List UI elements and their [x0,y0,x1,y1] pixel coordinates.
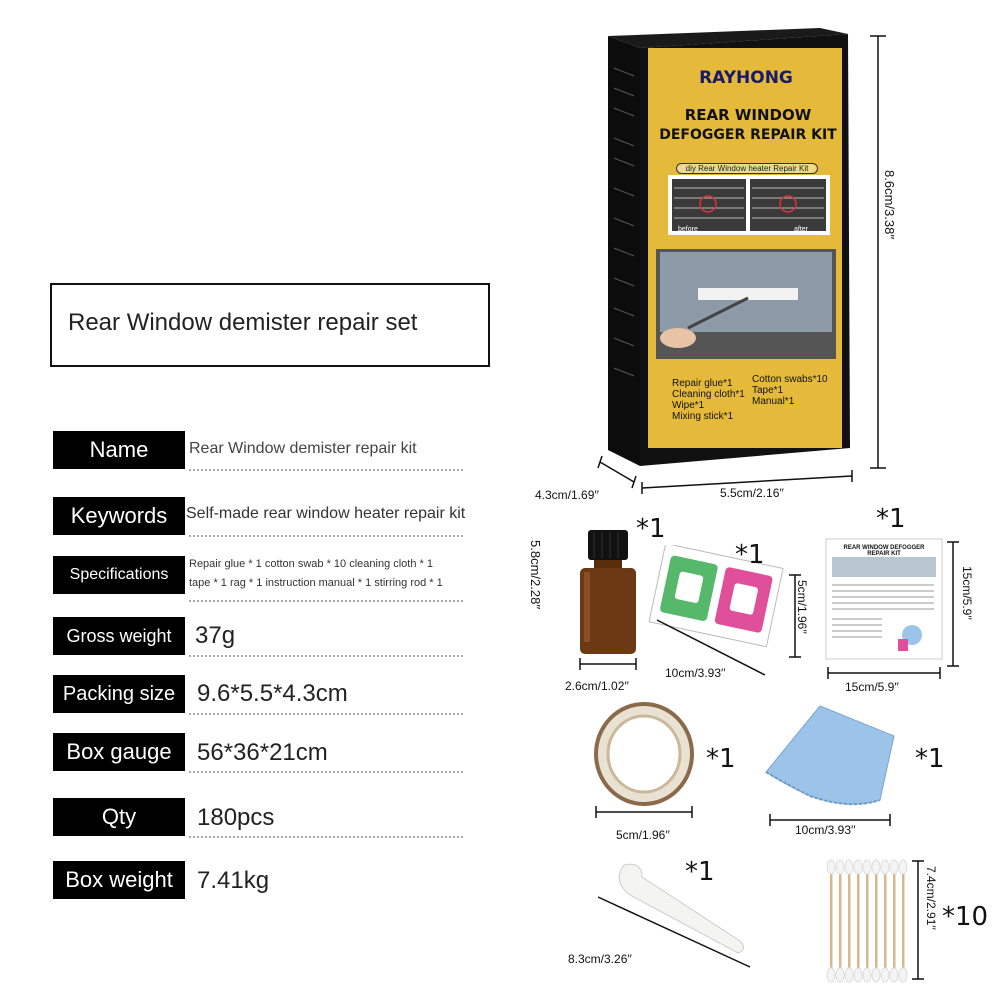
swabs-qty: *10 [942,902,989,932]
divider [189,469,463,471]
divider [189,713,463,715]
divider [189,600,463,602]
tape-roll-image [594,702,694,818]
spec-row-qty: Qty 180pcs [53,798,463,838]
stick-qty: *1 [685,857,715,887]
box-headline-2: DEFOGGER REPAIR KIT [659,127,837,143]
divider [189,535,463,537]
tape-width-label: 5cm/1.96′′ [616,828,670,842]
box-dimension-lines [597,35,886,494]
wipe-height-label: 5cm/1.96′′ [795,580,809,634]
box-content-item: Wipe*1 [672,400,705,411]
box-contents-left: Repair glue*1 Cleaning cloth*1 Wipe*1 Mi… [672,378,745,422]
wipe-qty: *1 [735,540,765,570]
spec-row-keywords: Keywords Self-made rear window heater re… [53,497,466,537]
spec-value-specifications-line1: Repair glue * 1 cotton swab * 10 cleanin… [189,558,433,570]
spec-label-qty: Qty [53,798,185,836]
spec-value-keywords: Self-made rear window heater repair kit [186,505,466,522]
spec-value-box-weight: 7.41kg [197,867,270,894]
cloth-width-label: 10cm/3.93′′ [795,823,856,837]
tape-qty: *1 [706,744,736,774]
box-brand-logo: RAYHONG [699,68,793,88]
cotton-swabs-image [826,859,924,983]
spec-row-packing-size: Packing size 9.6*5.5*4.3cm [53,675,463,715]
spec-label-box-gauge: Box gauge [53,733,185,771]
spec-value-specifications-line2: tape * 1 rag * 1 instruction manual * 1 … [189,577,443,589]
box-depth-label: 4.3cm/1.69′′ [535,488,599,502]
swab-height-label: 7.4cm/2.91′′ [924,866,938,930]
bottle-height-label: 5.8cm/2.28′′ [528,540,543,610]
wipe-packets-image [648,545,801,676]
box-content-item: Mixing stick*1 [672,411,734,422]
cloth-qty: *1 [915,744,945,774]
spec-value-packing-size: 9.6*5.5*4.3cm [197,680,348,707]
spec-value-gross-weight: 37g [195,622,236,649]
product-box-image [608,28,850,466]
manual-heading: REAR WINDOW DEFOGGER REPAIR KIT [843,545,925,557]
spec-label-packing-size: Packing size [53,675,185,713]
instruction-manual-image [825,538,943,679]
divider [189,655,463,657]
page-title: Rear Window demister repair set [68,309,418,336]
divider [189,771,463,773]
spec-value-box-gauge: 56*36*21cm [197,739,328,766]
box-after-label: after [794,226,809,233]
bottle-width-label: 2.6cm/1.02′′ [565,679,629,693]
stirring-stick-image [597,863,751,968]
spec-row-box-gauge: Box gauge 56*36*21cm [53,733,463,773]
manual-height-label: 15cm/5.9′′ [960,566,974,620]
box-height-label: 8.6cm/3.38′′ [882,170,897,240]
manual-width-label: 15cm/5.9′′ [845,680,899,694]
box-content-item: Manual*1 [752,396,795,407]
wipe-width-label: 10cm/3.93′′ [665,666,726,680]
box-subtitle: diy Rear Window heater Repair Kit [676,163,818,174]
box-content-item: Cotton swabs*10 [752,374,828,385]
spec-row-specifications: Specifications Repair glue * 1 cotton sw… [53,556,463,602]
spec-label-gross-weight: Gross weight [53,617,185,655]
bottle-qty: *1 [636,514,666,544]
spec-row-gross-weight: Gross weight 37g [53,617,463,657]
box-content-item: Cleaning cloth*1 [672,389,745,400]
spec-label-name: Name [53,431,185,469]
box-headline-1: REAR WINDOW [684,106,812,124]
cleaning-cloth-image [765,705,895,826]
spec-label-box-weight: Box weight [53,861,185,899]
title-box: Rear Window demister repair set [50,283,490,367]
glue-bottle-image [579,530,637,670]
manual-height-line [947,541,959,667]
spec-row-box-weight: Box weight 7.41kg [53,861,463,901]
spec-label-keywords: Keywords [53,497,185,535]
divider [189,836,463,838]
box-content-item: Tape*1 [752,385,784,396]
spec-label-specifications: Specifications [53,556,185,594]
spec-row-name: Name Rear Window demister repair kit [53,431,463,471]
spec-value-name: Rear Window demister repair kit [189,440,417,457]
manual-qty: *1 [876,504,906,534]
spec-value-qty: 180pcs [197,804,275,831]
stick-length-label: 8.3cm/3.26′′ [568,952,632,966]
box-content-item: Repair glue*1 [672,378,733,389]
box-before-label: before [678,226,698,233]
box-contents-right: Cotton swabs*10 Tape*1 Manual*1 [752,374,828,407]
box-width-label: 5.5cm/2.16′′ [720,486,784,500]
